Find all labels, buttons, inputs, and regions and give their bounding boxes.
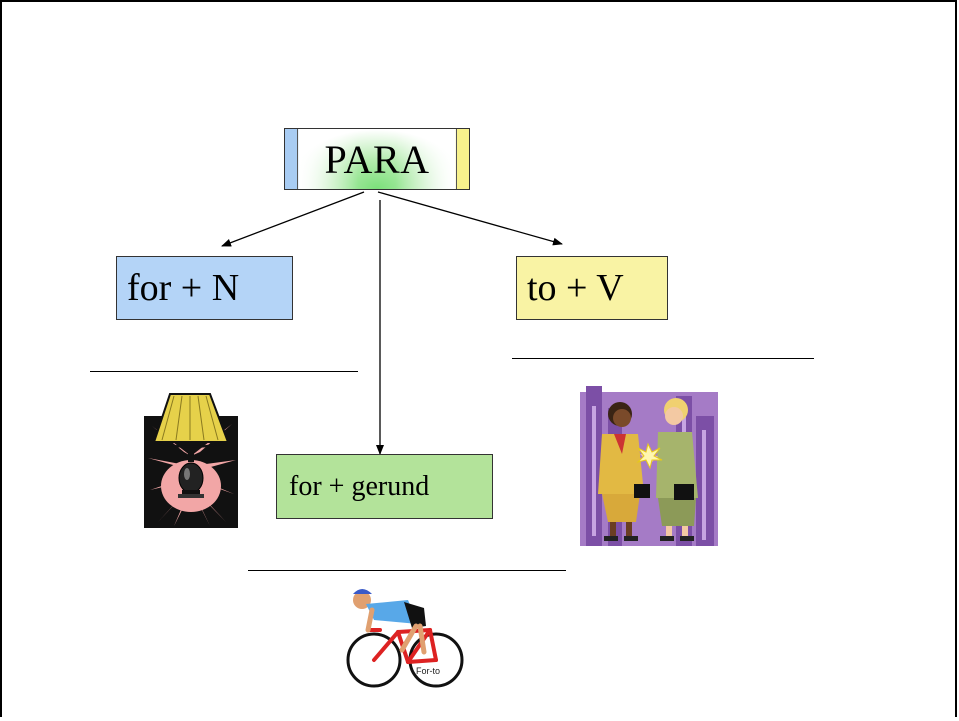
root-node-left-divider bbox=[297, 129, 298, 189]
answer-line-to-verb bbox=[512, 358, 814, 359]
root-node-right-divider bbox=[456, 129, 457, 189]
arrow-to-to-verb bbox=[377, 191, 563, 246]
answer-line-for-gerund bbox=[248, 570, 566, 571]
answer-line-for-noun bbox=[90, 371, 358, 372]
node-for-gerund-label: for + gerund bbox=[289, 470, 430, 502]
arrow-to-for-noun bbox=[221, 191, 365, 247]
node-to-verb-label: to + V bbox=[527, 267, 624, 309]
root-node-para: PARA bbox=[284, 128, 470, 190]
root-node-label: PARA bbox=[324, 136, 430, 182]
node-for-gerund: for + gerund bbox=[276, 454, 493, 519]
node-for-noun-label: for + N bbox=[127, 267, 240, 309]
node-to-verb: to + V bbox=[516, 256, 668, 320]
node-for-noun: for + N bbox=[116, 256, 293, 320]
